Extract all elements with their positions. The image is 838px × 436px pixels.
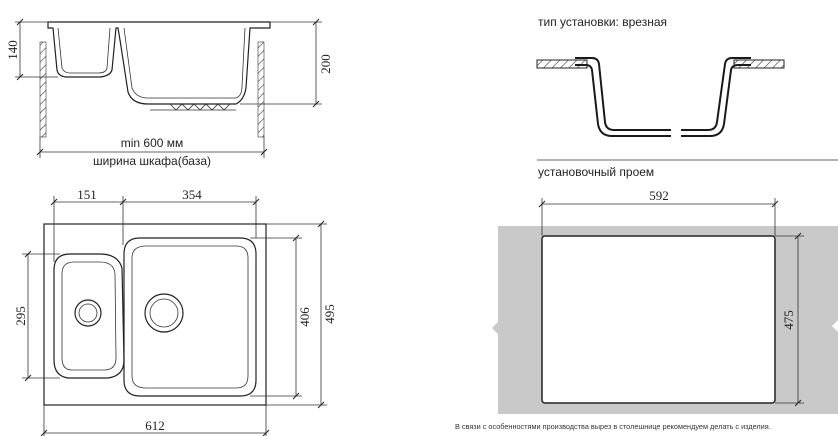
- cabinet-wall-right: [257, 41, 265, 138]
- reinforcement-ribs: [169, 103, 231, 111]
- dim-592-text: 592: [649, 188, 669, 203]
- sink-section-left: [575, 57, 671, 137]
- small-bowl-inner: [57, 27, 111, 74]
- cutout-rect: [541, 235, 776, 404]
- cutout-note: В связи с особенностями производства выр…: [455, 422, 771, 431]
- sink-profile: [47, 21, 271, 105]
- dim-140-text: 140: [5, 40, 20, 60]
- dim-200-text: 200: [318, 54, 333, 74]
- small-bowl-outer: [53, 253, 125, 379]
- dim-495-text: 495: [322, 304, 337, 324]
- sink-outline: [43, 223, 267, 406]
- cabinet-wall-left: [39, 41, 47, 138]
- side-view: 140 200 min 600 мм ширина шкафа(база): [5, 18, 333, 168]
- countertop-left: [536, 59, 588, 69]
- dim-406-text: 406: [297, 307, 312, 327]
- cabinet-width-label: ширина шкафа(база): [93, 154, 211, 168]
- large-bowl-drain: [144, 293, 184, 333]
- dim-151-text: 151: [77, 187, 97, 202]
- dim-295-text: 295: [13, 306, 28, 326]
- cutout-section: установочный проем 592 475 В связи с осо…: [455, 165, 838, 431]
- dim-475-text: 475: [781, 310, 796, 330]
- sink-section-right: [681, 57, 751, 137]
- small-bowl-drain: [74, 299, 102, 327]
- dim-354-text: 354: [182, 187, 202, 202]
- cutout-title: установочный проем: [538, 165, 654, 179]
- large-bowl-inner: [123, 27, 246, 99]
- installation-section: тип установки: врезная: [536, 15, 838, 161]
- large-bowl-outer: [123, 237, 257, 397]
- cabinet-min-label: min 600 мм: [121, 136, 184, 150]
- installation-type-label: тип установки: врезная: [538, 15, 667, 29]
- countertop-right: [733, 59, 785, 69]
- top-view: 151 354 295 406 495 612: [13, 187, 337, 436]
- dim-612-text: 612: [145, 418, 165, 433]
